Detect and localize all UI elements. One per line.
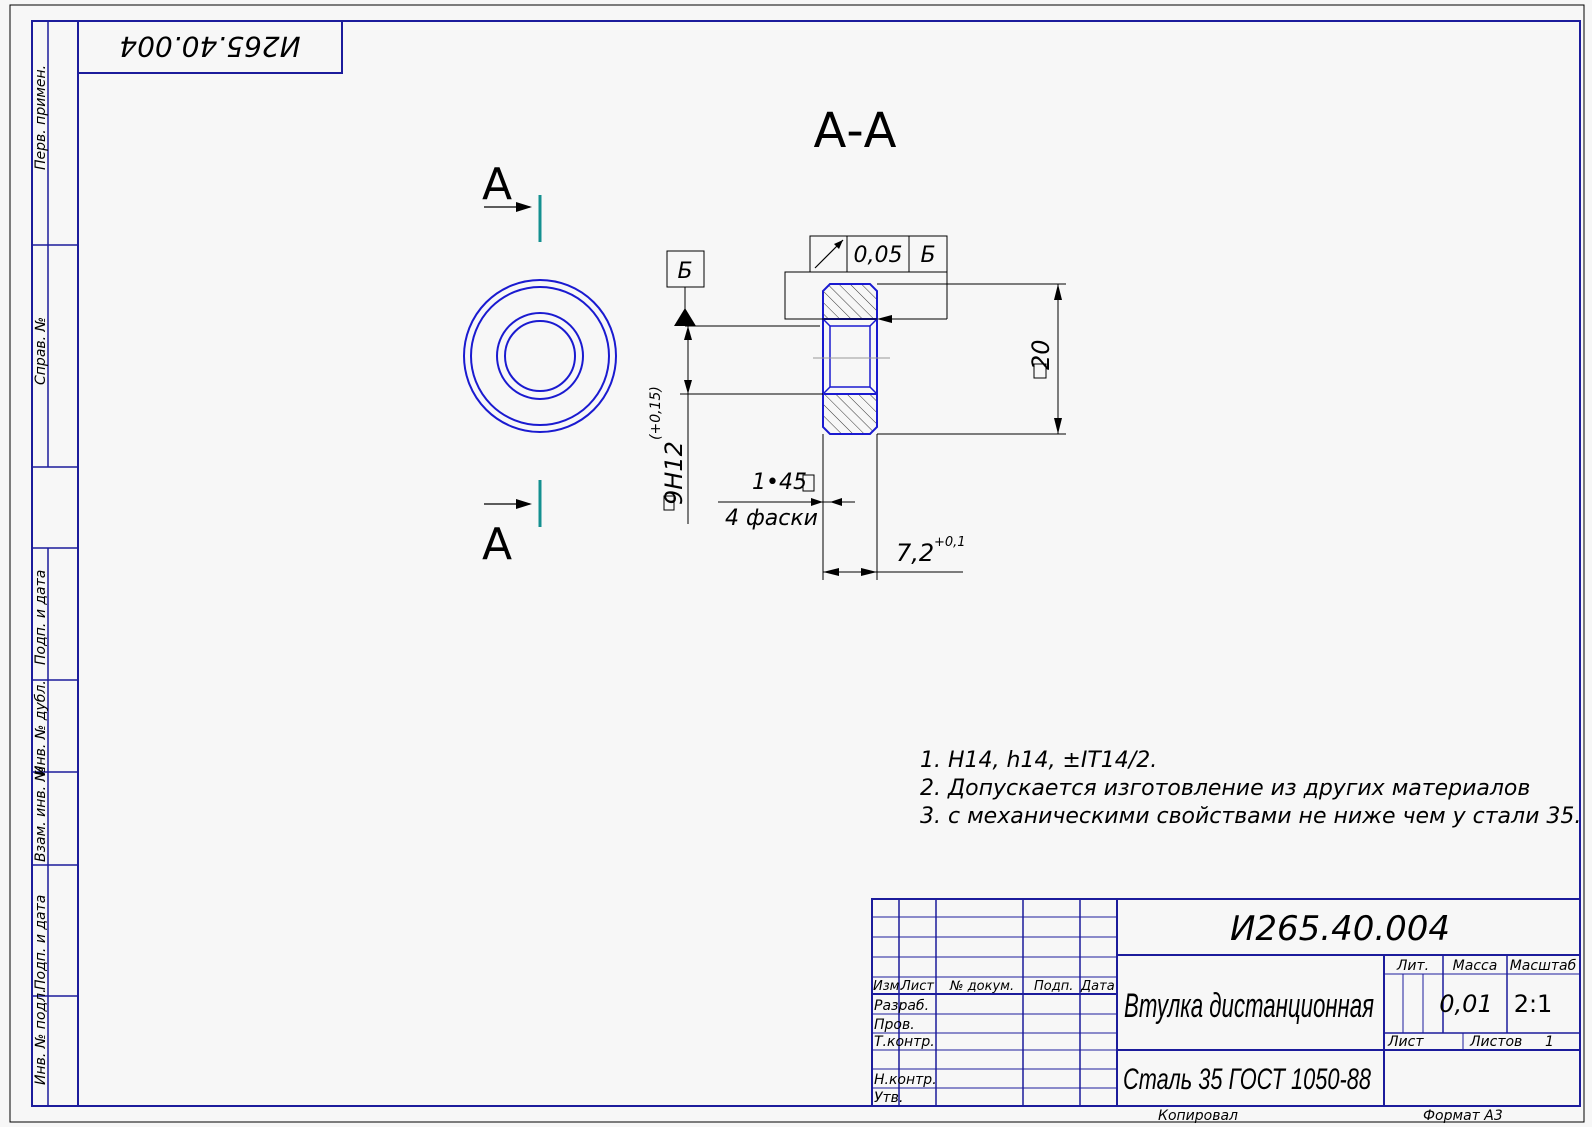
- outer-diameter-dimension: 20: [877, 283, 1066, 435]
- note-3: 3. с механическими свойствами не ниже че…: [920, 804, 1581, 829]
- footer-kopiroval: Копировал: [1158, 1108, 1238, 1124]
- rotated-code-stamp: И265.40.004: [78, 21, 343, 74]
- width-text: 7,2: [896, 539, 934, 567]
- tb-masshtab-value: 2:1: [1514, 990, 1553, 1018]
- side-label-inv-podl: Инв. № подл.: [33, 988, 49, 1085]
- outer-diameter-text: 20: [1027, 339, 1055, 370]
- bore-dimension-text: 9H12: [660, 441, 688, 505]
- note-2: 2. Допускается изготовление из других ма…: [920, 776, 1530, 801]
- tb-listov-label: Листов: [1469, 1034, 1522, 1050]
- bore-dimension: 9H12 (+0,15): [648, 326, 823, 524]
- side-label-sprav-no: Справ. №: [33, 317, 49, 385]
- title-block: Изм. Лист № докум. Подп. Дата Разраб. Пр…: [871, 898, 1581, 1107]
- sheet-outer-border: [9, 4, 1585, 1123]
- tb-massa-label: Масса: [1453, 958, 1498, 974]
- bore-tolerance-text: (+0,15): [648, 386, 664, 440]
- tb-header-data: Дата: [1080, 979, 1115, 994]
- front-view: [463, 279, 617, 433]
- chamfer-text: 1•45: [752, 470, 807, 495]
- runout-arrow-icon: [814, 239, 844, 269]
- chamfer-note: 1•45 4 фаски: [718, 470, 855, 531]
- tb-masshtab-label: Масштаб: [1510, 958, 1577, 974]
- side-label-vzam-inv: Взам. инв. №: [33, 767, 49, 862]
- technical-notes: 1. H14, h14, ±IT14/2. 2. Допускается изг…: [920, 748, 1581, 829]
- width-dimension: 7,2 +0,1: [822, 434, 966, 580]
- note-1: 1. H14, h14, ±IT14/2.: [920, 748, 1157, 773]
- datum-marker: Б: [666, 250, 820, 327]
- section-title: А-А: [814, 103, 897, 159]
- tb-massa-value: 0,01: [1439, 990, 1492, 1018]
- tb-listov-value: 1: [1545, 1034, 1554, 1050]
- tb-list-label: Лист: [1387, 1034, 1424, 1050]
- footer-format: Формат A3: [1423, 1108, 1503, 1124]
- runout-datum: Б: [920, 243, 935, 268]
- rotated-code-text: И265.40.004: [119, 30, 300, 63]
- tb-row-prov: Пров.: [874, 1017, 915, 1033]
- tb-header-list: Лист: [900, 979, 934, 994]
- datum-letter: Б: [677, 259, 692, 284]
- tb-header-doc-no: № докум.: [949, 979, 1014, 994]
- runout-tolerance-frame: 0,05 Б: [784, 235, 948, 323]
- runout-value: 0,05: [854, 243, 903, 268]
- chamfer-count-text: 4 фаски: [725, 506, 818, 531]
- section-view: [813, 283, 890, 435]
- section-cut-marker: А А: [482, 159, 542, 570]
- tb-row-tkontr: Т.контр.: [874, 1034, 935, 1050]
- side-label-podp-data-1: Подп. и дата: [33, 570, 49, 665]
- section-marker-top: А: [482, 159, 512, 210]
- width-tolerance-text: +0,1: [934, 535, 966, 550]
- tb-row-razrab: Разраб.: [874, 998, 929, 1014]
- tb-header-podp: Подп.: [1034, 979, 1073, 994]
- tb-row-utv: Утв.: [874, 1090, 903, 1106]
- left-margin-strip: Перв. примен. Справ. № Подп. и дата Инв.…: [32, 21, 79, 1106]
- side-label-podp-data-2: Подп. и дата: [33, 895, 49, 990]
- tb-header-izm: Изм.: [873, 979, 904, 994]
- sheet-inner-frame: [31, 20, 1581, 1107]
- tb-code: И265.40.004: [1230, 909, 1450, 949]
- tb-row-nkontr: Н.контр.: [874, 1072, 937, 1088]
- side-label-inv-dubl: Инв. № дубл.: [33, 680, 49, 776]
- tb-material: Сталь 35 ГОСТ 1050-88: [1123, 1063, 1371, 1096]
- tb-lit-label: Лит.: [1396, 958, 1429, 974]
- side-label-perv-primen: Перв. примен.: [33, 65, 49, 170]
- section-marker-bottom: А: [482, 519, 512, 570]
- tb-name: Втулка дистанционная: [1124, 987, 1374, 1025]
